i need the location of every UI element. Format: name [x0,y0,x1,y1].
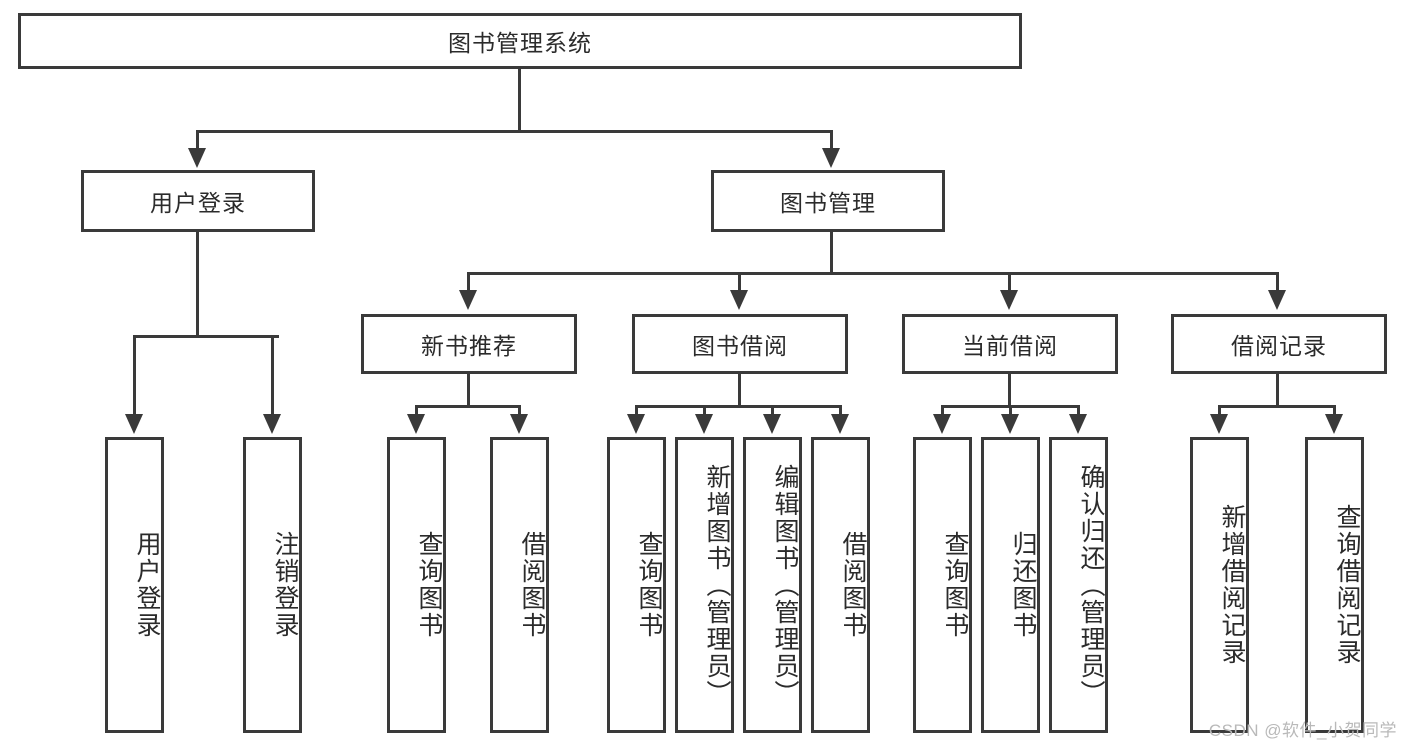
leaf-book-borrow-query-book[interactable]: 查询图书 [607,437,666,733]
leaf-book-borrow-edit-book[interactable]: 编辑图书（管理员） [743,437,802,733]
edge-cb-to-leaf-2 [1009,405,1012,417]
leaf-user-login-login[interactable]: 用户登录 [105,437,164,733]
edge-book-management-stem [830,232,833,274]
leaf-label: 查询图书 [635,531,663,639]
arrow-bb-to-leaf-4 [831,414,849,434]
arrow-bb-to-leaf-1 [627,414,645,434]
leaf-current-borrow-query-book[interactable]: 查询图书 [913,437,972,733]
arrow-cb-to-leaf-2 [1001,414,1019,434]
edge-bm-to-book-borrow [738,272,741,294]
csdn-watermark: CSDN @软件_小贺同学 [1208,721,1397,740]
leaf-label: 新增图书（管理员） [703,463,731,707]
leaf-label: 确认归还（管理员） [1077,463,1105,707]
leaf-new-book-query-book[interactable]: 查询图书 [387,437,446,733]
node-borrow-record[interactable]: 借阅记录 [1171,314,1387,374]
arrow-root-to-book-management [822,148,840,168]
leaf-user-login-logout[interactable]: 注销登录 [243,437,302,733]
edge-new-book-fanbar [415,405,521,408]
node-book-management[interactable]: 图书管理 [711,170,945,232]
leaf-book-borrow-add-book[interactable]: 新增图书（管理员） [675,437,734,733]
leaf-borrow-record-query-record[interactable]: 查询借阅记录 [1305,437,1364,733]
arrow-bb-to-leaf-3 [763,414,781,434]
leaf-book-borrow-borrow-book[interactable]: 借阅图书 [811,437,870,733]
edge-root-fanbar [196,130,833,133]
node-label: 图书借阅 [692,333,788,359]
edge-root-to-book-management [830,130,833,152]
node-label: 新书推荐 [421,333,517,359]
edge-bb-to-leaf-3 [771,405,774,417]
edge-bm-to-new-book [467,272,470,294]
edge-new-book-to-leaf-1 [415,405,418,417]
arrow-bm-to-new-book [459,290,477,310]
leaf-label: 用户登录 [133,531,161,639]
arrow-root-to-user-login [188,148,206,168]
node-label: 图书管理 [780,190,876,216]
leaf-borrow-record-add-record[interactable]: 新增借阅记录 [1190,437,1249,733]
edge-book-borrow-stem [738,374,741,408]
leaf-label: 新增借阅记录 [1218,504,1246,666]
arrow-br-to-leaf-1 [1210,414,1228,434]
arrow-user-login-to-leaf-2 [263,414,281,434]
edge-bb-to-leaf-4 [839,405,842,417]
leaf-new-book-borrow-book[interactable]: 借阅图书 [490,437,549,733]
node-root-book-management-system[interactable]: 图书管理系统 [18,13,1022,69]
arrow-cb-to-leaf-3 [1069,414,1087,434]
arrow-cb-to-leaf-1 [933,414,951,434]
node-new-book-recommend[interactable]: 新书推荐 [361,314,577,374]
arrow-new-book-to-leaf-2 [510,414,528,434]
edge-root-to-user-login [196,130,199,152]
edge-user-login-to-leaf-1 [133,335,136,417]
node-label: 借阅记录 [1231,333,1327,359]
leaf-label: 借阅图书 [518,531,546,639]
node-book-borrow[interactable]: 图书借阅 [632,314,848,374]
arrow-bm-to-borrow-record [1268,290,1286,310]
edge-br-to-leaf-1 [1218,405,1221,417]
leaf-label: 查询图书 [941,531,969,639]
arrow-bb-to-leaf-2 [695,414,713,434]
arrow-bm-to-current-borrow [1000,290,1018,310]
edge-new-book-stem [467,374,470,408]
edge-user-login-fanbar [133,335,279,338]
edge-borrow-record-stem [1276,374,1279,408]
edge-borrow-record-fanbar [1218,405,1335,408]
edge-br-to-leaf-2 [1333,405,1336,417]
node-current-borrow[interactable]: 当前借阅 [902,314,1118,374]
edge-cb-to-leaf-3 [1077,405,1080,417]
arrow-user-login-to-leaf-1 [125,414,143,434]
leaf-label: 编辑图书（管理员） [771,463,799,707]
node-label: 图书管理系统 [448,30,592,56]
edge-new-book-to-leaf-2 [518,405,521,417]
edge-current-borrow-stem [1008,374,1011,408]
edge-user-login-stem [196,232,199,338]
leaf-current-borrow-return-book[interactable]: 归还图书 [981,437,1040,733]
arrow-bm-to-book-borrow [730,290,748,310]
edge-bb-to-leaf-1 [635,405,638,417]
edge-bm-to-current-borrow [1008,272,1011,294]
edge-root-stem [518,69,521,132]
edge-bm-to-borrow-record [1276,272,1279,294]
node-label: 用户登录 [150,190,246,216]
edge-book-management-fanbar [467,272,1279,275]
leaf-current-borrow-confirm-return[interactable]: 确认归还（管理员） [1049,437,1108,733]
edge-user-login-to-leaf-2 [271,335,274,417]
leaf-label: 注销登录 [271,531,299,639]
leaf-label: 查询图书 [415,531,443,639]
leaf-label: 归还图书 [1009,531,1037,639]
edge-bb-to-leaf-2 [703,405,706,417]
node-label: 当前借阅 [962,333,1058,359]
edge-cb-to-leaf-1 [941,405,944,417]
edge-book-borrow-fanbar [635,405,841,408]
arrow-new-book-to-leaf-1 [407,414,425,434]
node-user-login[interactable]: 用户登录 [81,170,315,232]
leaf-label: 借阅图书 [839,531,867,639]
arrow-br-to-leaf-2 [1325,414,1343,434]
leaf-label: 查询借阅记录 [1333,504,1361,666]
